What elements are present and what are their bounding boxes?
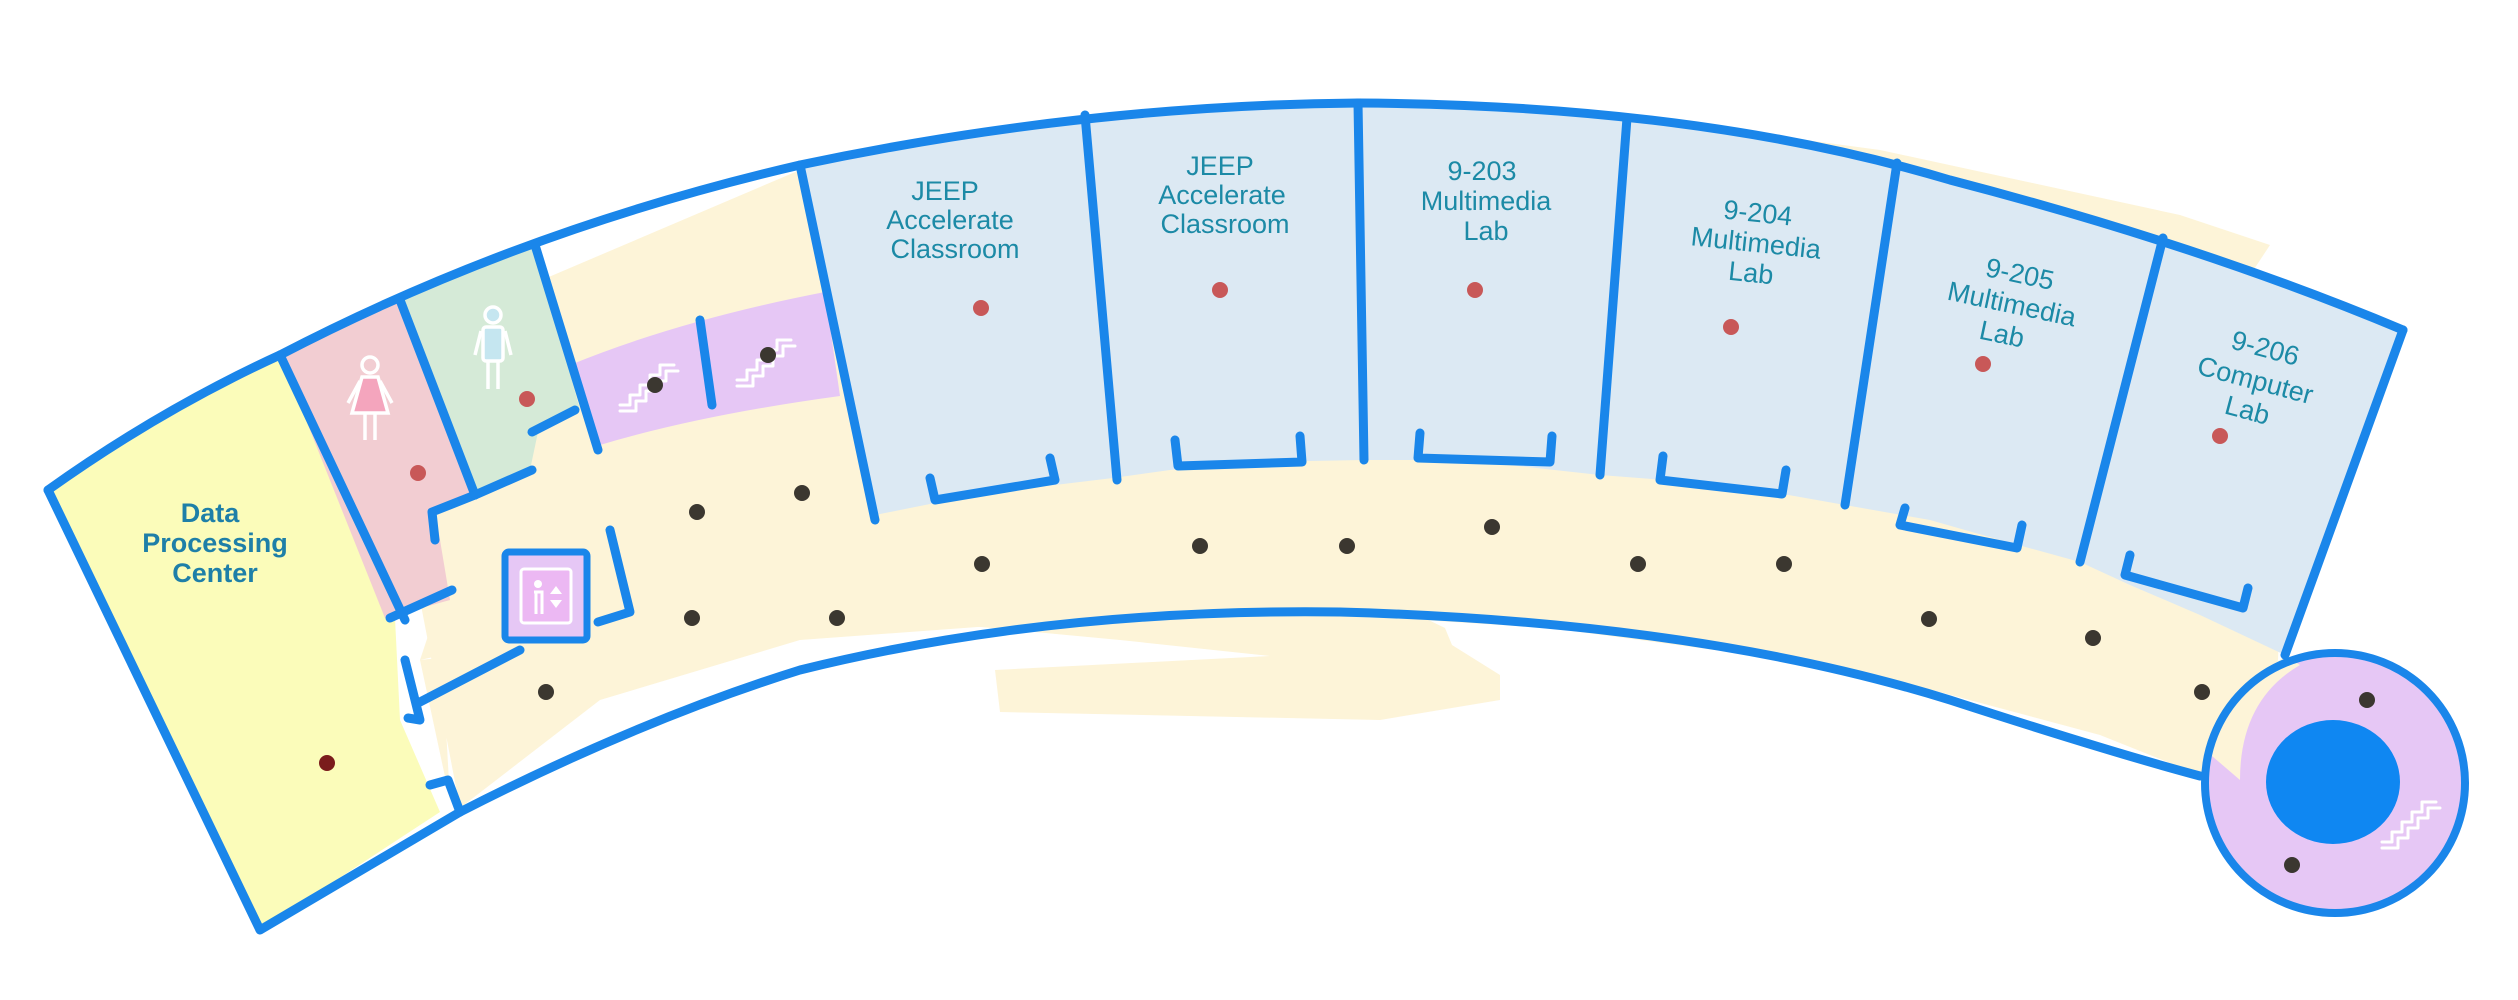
partition-wall <box>593 525 635 627</box>
door-wall <box>1413 428 1557 467</box>
room-marker[interactable] <box>1212 282 1228 298</box>
room-markers <box>319 282 2228 771</box>
room-marker[interactable] <box>410 465 426 481</box>
corridor-markers <box>538 347 2375 873</box>
corridor-marker[interactable] <box>1339 538 1355 554</box>
room-label-line: Center <box>172 558 258 588</box>
corridor-marker[interactable] <box>2194 684 2210 700</box>
outer-wall <box>43 98 2408 495</box>
corridor-marker[interactable] <box>2359 692 2375 708</box>
corridor-marker[interactable] <box>684 610 700 626</box>
partition-wall <box>385 585 457 623</box>
corridor-marker[interactable] <box>1484 519 1500 535</box>
room-marker[interactable] <box>1467 282 1483 298</box>
room-label-line: Multimedia <box>1421 186 1553 216</box>
stairs-icon <box>2380 800 2442 850</box>
room-9-203[interactable] <box>1358 103 1627 475</box>
partition-wall <box>1080 110 1122 485</box>
partition-wall <box>400 655 425 725</box>
west-wall <box>43 485 465 935</box>
rotunda-wall <box>2201 649 2469 917</box>
room-marker[interactable] <box>973 300 989 316</box>
corridor-marker[interactable] <box>1921 611 1937 627</box>
door-wall <box>1895 503 2027 553</box>
partition-wall <box>2075 233 2168 567</box>
room-label-line: JEEP <box>911 176 979 206</box>
room-label-9-203: 9-203 Multimedia Lab <box>1421 156 1553 246</box>
room-label-line: Processing <box>142 528 288 558</box>
corridor-marker[interactable] <box>1630 556 1646 572</box>
partition-wall <box>1595 113 1632 480</box>
room-label-jeep-classroom-1: JEEP Accelerate Classroom <box>886 176 1019 264</box>
male-restroom-icon <box>473 305 513 389</box>
room-label-line: 9-203 <box>1447 156 1516 186</box>
room-marker[interactable] <box>519 391 535 407</box>
corridor-marker[interactable] <box>689 504 705 520</box>
door-wall <box>925 453 1060 505</box>
partition-wall <box>425 775 465 817</box>
rotunda-corridor-join <box>2205 655 2300 780</box>
corridor-marker[interactable] <box>647 377 663 393</box>
room-label-line: Accelerate <box>886 205 1014 235</box>
partition-wall <box>527 405 580 437</box>
partition-wall <box>275 350 410 625</box>
partition-wall <box>1353 98 1369 465</box>
door-wall <box>1170 431 1307 471</box>
rotunda-void <box>2266 720 2400 844</box>
room-label-data-processing-center: Data Processing Center <box>142 498 288 588</box>
room-label-line: Classroom <box>1160 209 1289 239</box>
room-label-line: Accelerate <box>1158 180 1286 210</box>
elevator-icon <box>519 567 573 625</box>
inner-wall <box>455 607 2205 817</box>
partition-wall <box>470 465 537 500</box>
corridor-marker[interactable] <box>829 610 845 626</box>
room-label-jeep-classroom-2: JEEP Accelerate Classroom <box>1158 151 1289 239</box>
room-marker[interactable] <box>1975 356 1991 372</box>
corridor-marker[interactable] <box>794 485 810 501</box>
room-label-line: 9-204 <box>1722 195 1794 232</box>
corridor-marker[interactable] <box>1192 538 1208 554</box>
room-marker[interactable] <box>2212 428 2228 444</box>
partition-wall <box>395 295 480 500</box>
female-restroom-icon <box>346 355 394 440</box>
room-9-204[interactable] <box>1600 118 1897 505</box>
corridor-marker[interactable] <box>2085 630 2101 646</box>
corridor-marker[interactable] <box>760 347 776 363</box>
room-jeep-classroom-1[interactable] <box>800 115 1113 515</box>
room-label-line: Classroom <box>890 234 1019 264</box>
corridor-marker[interactable] <box>538 684 554 700</box>
partition-wall <box>1840 158 1902 510</box>
partition-wall <box>415 645 525 707</box>
corridor-marker[interactable] <box>974 556 990 572</box>
room-9-205[interactable] <box>1845 163 2163 562</box>
room-marker[interactable] <box>319 755 335 771</box>
room-label-line: Lab <box>1463 216 1508 246</box>
corridor-marker[interactable] <box>1776 556 1792 572</box>
room-marker[interactable] <box>1723 319 1739 335</box>
door-wall <box>1655 451 1791 499</box>
room-label-line: Data <box>181 498 241 528</box>
room-label-line: JEEP <box>1186 151 1254 181</box>
partition-wall <box>427 490 480 545</box>
partition-wall <box>695 315 717 410</box>
partition-wall <box>795 160 880 525</box>
door-wall <box>2120 550 2253 613</box>
corridor <box>350 360 1500 800</box>
corridor-marker[interactable] <box>2284 857 2300 873</box>
room-label-line: Lab <box>1727 256 1775 291</box>
partition-wall <box>530 240 603 455</box>
east-wall <box>2280 325 2408 660</box>
